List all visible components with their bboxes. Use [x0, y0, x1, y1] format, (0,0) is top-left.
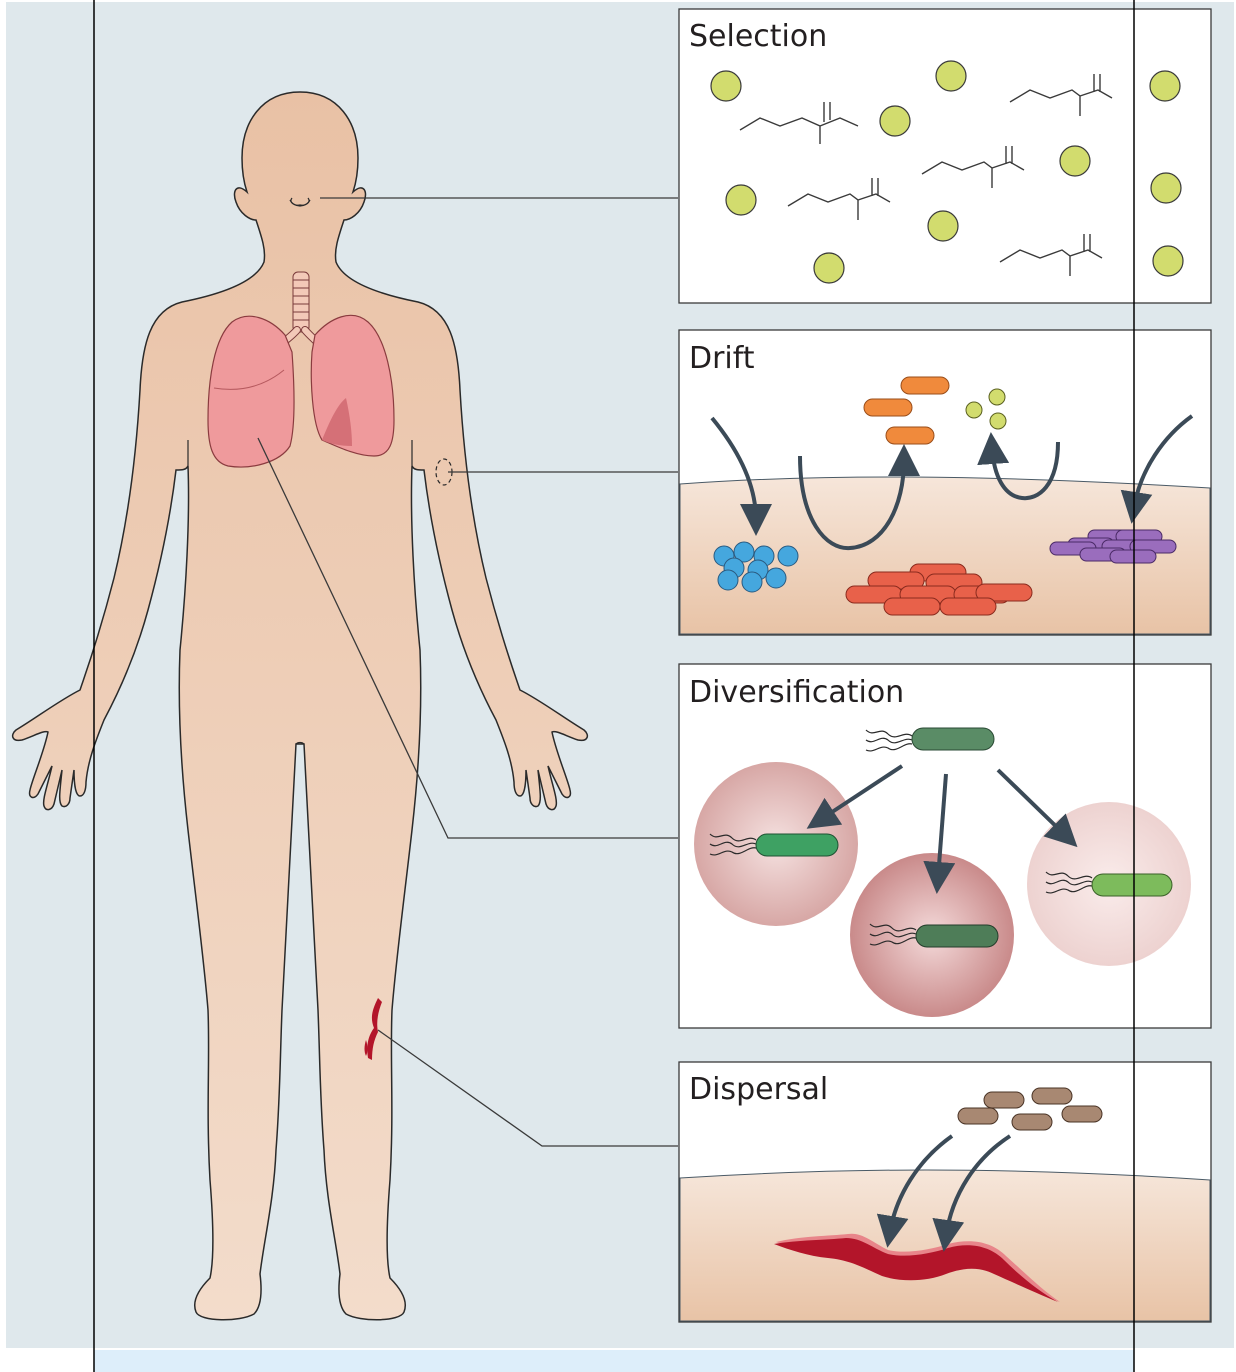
molecule-particle [936, 61, 966, 91]
panel-diversification: Diversification [679, 664, 1211, 1028]
drift-title: Drift [689, 341, 755, 376]
molecule-particle [711, 71, 741, 101]
molecule-particle [726, 185, 756, 215]
panel-drift: Drift [679, 330, 1211, 635]
molecule-particle [1150, 71, 1180, 101]
selection-title: Selection [689, 19, 827, 54]
molecule-particle [1153, 246, 1183, 276]
molecule-particle [928, 211, 958, 241]
dispersal-title: Dispersal [689, 1072, 828, 1107]
molecule-particle [1060, 146, 1090, 176]
molecule-particle [814, 253, 844, 283]
bottom-band [94, 1350, 1134, 1372]
left-lung [208, 316, 294, 467]
panel-selection: Selection [679, 9, 1211, 303]
molecule-particle [880, 106, 910, 136]
diversification-title: Diversification [689, 675, 904, 710]
molecule-particle [1151, 173, 1181, 203]
panel-dispersal: Dispersal [679, 1062, 1211, 1322]
